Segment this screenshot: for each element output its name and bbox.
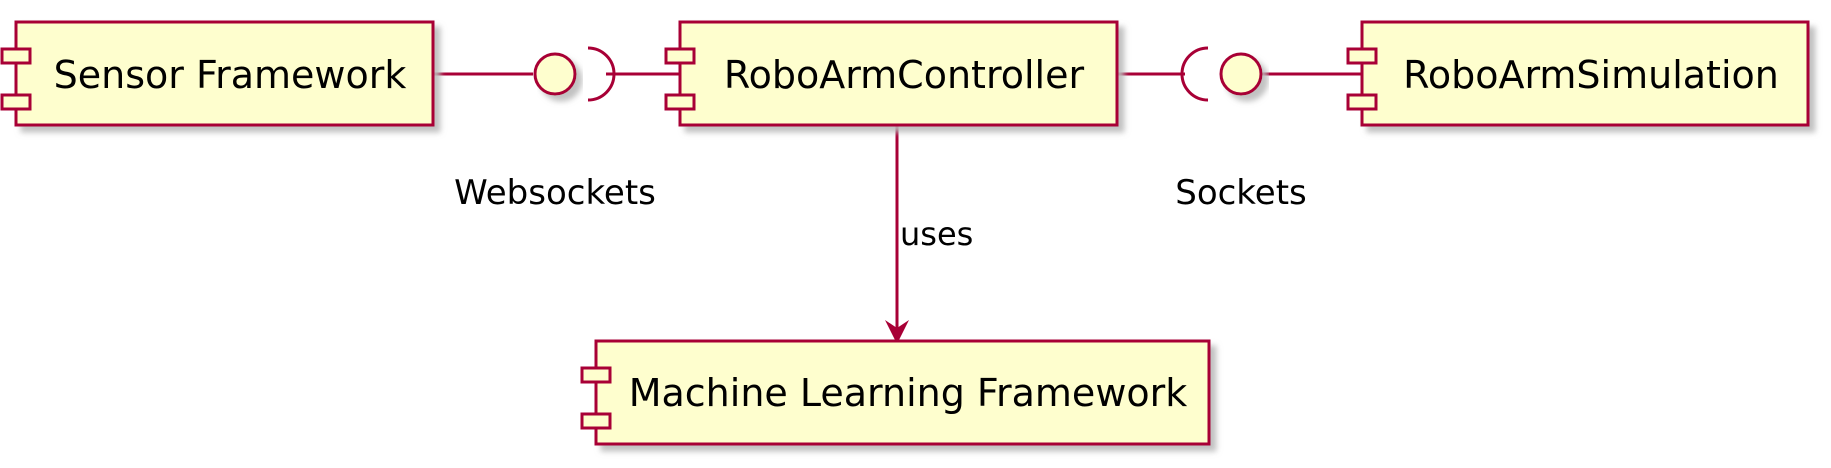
component-port-icon — [664, 93, 696, 111]
machine-learning-framework-box — [594, 339, 1211, 446]
machine-learning-framework-label: Machine Learning Framework — [629, 371, 1188, 415]
roboarm-controller-box — [678, 20, 1119, 127]
websockets-label: Websockets — [454, 173, 656, 213]
uses-label: uses — [900, 215, 973, 253]
component-port-icon — [1346, 47, 1378, 65]
sensor-framework-box — [14, 20, 435, 127]
component-port-icon — [0, 93, 32, 111]
websockets-lollipop-icon — [533, 52, 577, 96]
roboarm-simulation-component[interactable]: RoboArmSimulation — [1346, 20, 1810, 127]
component-port-icon — [580, 366, 612, 384]
sockets-socket-icon — [1180, 46, 1209, 102]
roboarm-controller-label: RoboArmController — [724, 53, 1085, 97]
sockets-interface: Sockets — [1175, 46, 1307, 213]
component-port-icon — [580, 412, 612, 430]
sensor-framework-component[interactable]: Sensor Framework — [0, 20, 435, 127]
machine-learning-framework-component[interactable]: Machine Learning Framework — [580, 339, 1211, 446]
sockets-lollipop-icon — [1219, 52, 1263, 96]
websockets-socket-icon — [587, 46, 616, 102]
sensor-framework-label: Sensor Framework — [54, 53, 407, 97]
roboarm-controller-component[interactable]: RoboArmController — [664, 20, 1119, 127]
roboarm-simulation-label: RoboArmSimulation — [1403, 53, 1779, 97]
roboarm-simulation-box — [1360, 20, 1810, 127]
component-port-icon — [664, 47, 696, 65]
component-port-icon — [0, 47, 32, 65]
component-port-icon — [1346, 93, 1378, 111]
sockets-label: Sockets — [1175, 173, 1307, 213]
websockets-interface: Websockets — [454, 46, 656, 213]
